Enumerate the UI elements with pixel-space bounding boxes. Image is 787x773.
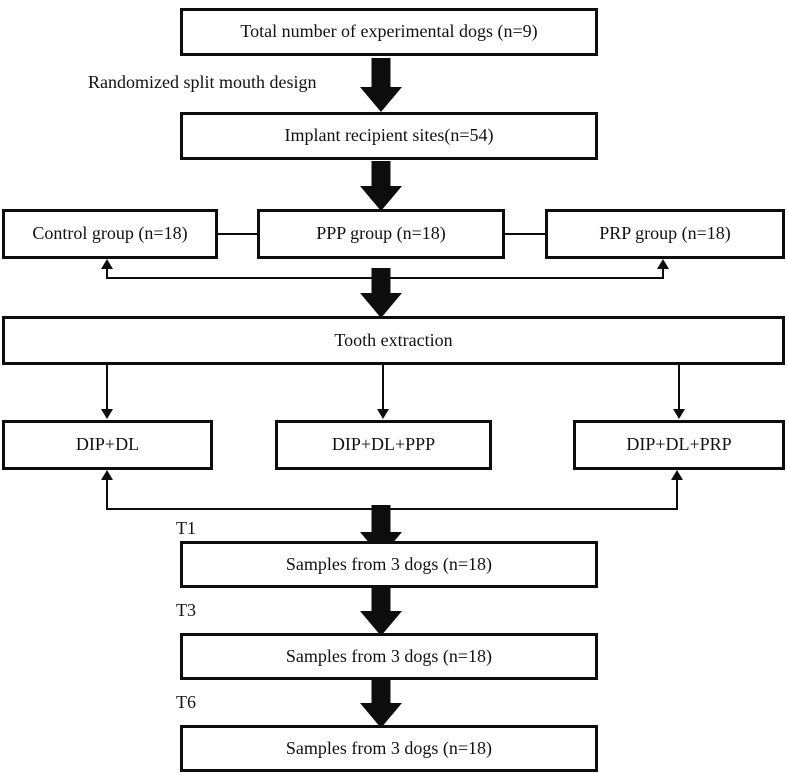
node-control-group-label: Control group (n=18)	[32, 223, 188, 244]
node-samples-t1-label: Samples from 3 dogs (n=18)	[285, 553, 493, 574]
arrow-head	[360, 293, 402, 318]
arrow-shaft	[371, 505, 391, 535]
arrow-shaft	[371, 58, 391, 90]
node-prp-group: PRP group (n=18)	[545, 209, 785, 259]
timepoint-label-t6: T6	[176, 692, 196, 712]
arrowhead-into-dip-dl-ppp	[377, 409, 389, 419]
arrow-shaft	[371, 268, 391, 296]
merge-bracket-dip	[106, 508, 678, 510]
node-samples-t1: Samples from 3 dogs (n=18)	[180, 541, 598, 588]
arrow-total-to-implant	[359, 58, 403, 112]
arrow-t1-to-t3	[359, 588, 403, 636]
edge-label-randomization: Randomized split mouth design	[88, 72, 317, 92]
timepoint-label-t1: T1	[176, 518, 196, 538]
node-samples-t6-label: Samples from 3 dogs (n=18)	[285, 737, 493, 758]
node-dip-dl-ppp-label: DIP+DL+PPP	[331, 434, 436, 455]
connector-control-ppp	[218, 233, 257, 235]
node-samples-t3: Samples from 3 dogs (n=18)	[180, 633, 598, 680]
arrow-implant-to-groups	[359, 161, 403, 211]
merge-bracket-dip-right-riser	[676, 480, 678, 510]
arrow-head	[360, 703, 402, 728]
merge-bracket-right-riser	[662, 268, 664, 279]
arrowhead-into-dip-dl-prp	[673, 409, 685, 419]
arrowhead-into-dip-dl-prp-bottom	[671, 470, 683, 480]
arrow-t3-to-t6	[359, 680, 403, 728]
node-control-group: Control group (n=18)	[2, 209, 218, 259]
node-dip-dl-label: DIP+DL	[75, 434, 140, 455]
arrow-head	[360, 186, 402, 211]
arrowhead-into-control-group	[101, 259, 113, 269]
split-line-right	[678, 365, 680, 410]
split-line-center	[382, 365, 384, 410]
node-tooth-extraction-label: Tooth extraction	[334, 329, 453, 350]
arrow-shaft	[371, 680, 391, 706]
merge-bracket-left-riser	[106, 268, 108, 279]
node-samples-t3-label: Samples from 3 dogs (n=18)	[285, 645, 493, 666]
arrow-groups-to-extraction	[359, 268, 403, 318]
node-dip-dl: DIP+DL	[2, 420, 213, 470]
node-ppp-group-label: PPP group (n=18)	[316, 223, 446, 244]
node-dip-dl-prp: DIP+DL+PRP	[573, 420, 785, 470]
arrowhead-into-dip-dl-bottom	[101, 470, 113, 480]
node-samples-t6: Samples from 3 dogs (n=18)	[180, 725, 598, 772]
arrow-shaft	[371, 588, 391, 614]
node-total-dogs-label: Total number of experimental dogs (n=9)	[240, 21, 538, 42]
node-dip-dl-prp-label: DIP+DL+PRP	[626, 434, 732, 455]
arrow-shaft	[371, 161, 391, 189]
node-dip-dl-ppp: DIP+DL+PPP	[275, 420, 492, 470]
arrow-head	[360, 87, 402, 112]
connector-ppp-prp	[505, 233, 545, 235]
node-total-dogs: Total number of experimental dogs (n=9)	[180, 8, 598, 56]
timepoint-label-t3: T3	[176, 600, 196, 620]
split-line-left	[106, 365, 108, 410]
node-implant-sites: Implant recipient sites(n=54)	[180, 112, 598, 160]
arrowhead-into-dip-dl	[101, 409, 113, 419]
node-tooth-extraction: Tooth extraction	[2, 316, 785, 365]
node-ppp-group: PPP group (n=18)	[257, 209, 505, 259]
arrowhead-into-prp-group	[657, 259, 669, 269]
node-implant-sites-label: Implant recipient sites(n=54)	[284, 125, 494, 146]
merge-bracket-dip-left-riser	[106, 480, 108, 510]
arrow-head	[360, 611, 402, 636]
node-prp-group-label: PRP group (n=18)	[599, 223, 731, 244]
